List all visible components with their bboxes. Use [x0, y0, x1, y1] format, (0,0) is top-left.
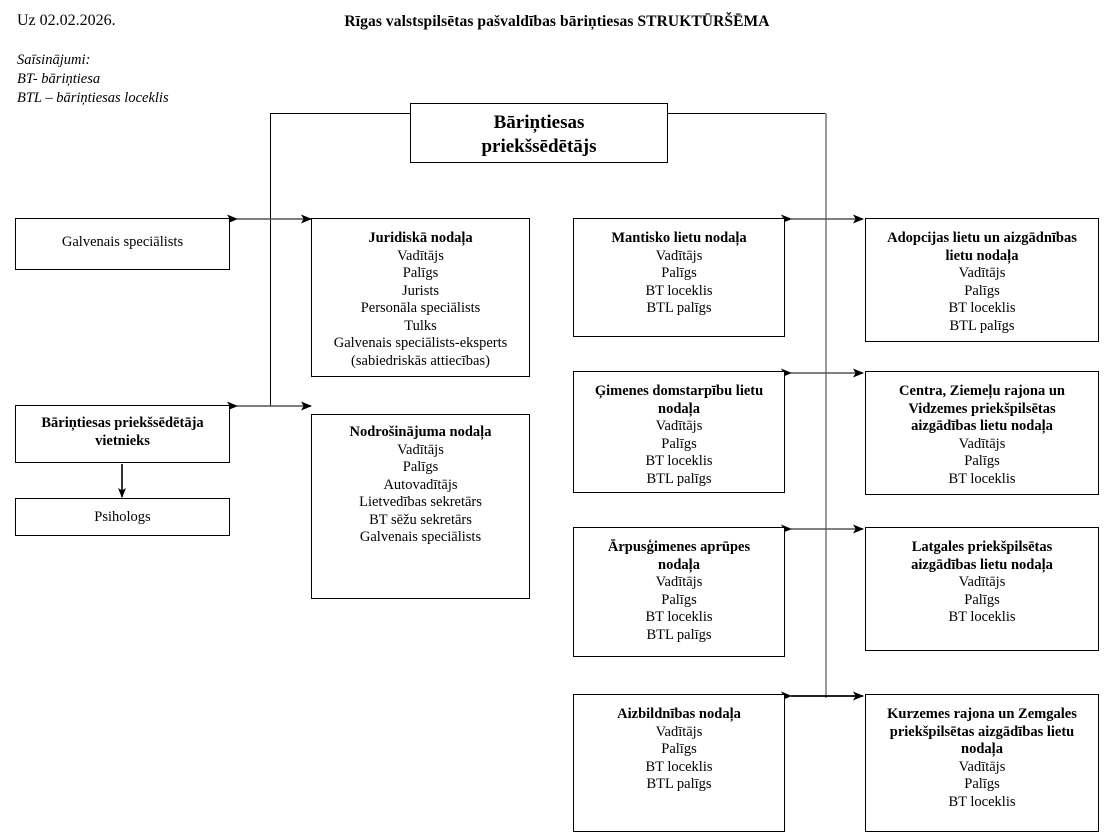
node-kurzeme-zemgale-department-title-line1: Kurzemes rajona un Zemgales [887, 706, 1077, 722]
node-centre-north-vidzeme-department-title-line1: Centra, Ziemeļu rajona un [899, 383, 1065, 399]
node-adoption-department-role: BTL palīgs [949, 317, 1015, 334]
node-guardianship-department-title: Aizbildnības nodaļa [617, 706, 741, 722]
node-legal-department-role: Vadītājs [397, 247, 444, 264]
node-centre-north-vidzeme-department-title-line2: Vidzemes priekšpilsētas [908, 400, 1056, 417]
node-legal-department-role: Tulks [404, 317, 437, 334]
node-out-of-family-care-department-role: BTL palīgs [646, 626, 712, 643]
node-psychologist-title: Psihologs [94, 509, 151, 525]
node-latgale-department-title-line1: Latgales priekšpilsētas [911, 539, 1053, 555]
node-latgale-department[interactable]: Latgales priekšpilsētas aizgādības lietu… [865, 527, 1099, 651]
connector-chairman-left-stub [270, 113, 411, 114]
node-guardianship-department[interactable]: Aizbildnības nodaļa Vadītājs Palīgs BT l… [573, 694, 785, 832]
node-property-department-title: Mantisko lietu nodaļa [611, 230, 747, 246]
legend-heading: Saīsinājumi: [17, 52, 91, 68]
node-property-department-role: BT loceklis [645, 282, 713, 299]
node-supply-department-role: Autovadītājs [383, 476, 458, 493]
node-chief-specialist-title: Galvenais speciālists [61, 234, 184, 250]
node-supply-department-role: Vadītājs [397, 441, 444, 458]
legend-bt: BT- bāriņtiesa [17, 71, 101, 87]
node-chairman-title-line2: priekšsēdētājs [481, 136, 597, 157]
node-supply-department-role: Palīgs [402, 459, 439, 475]
node-guardianship-department-role: BTL palīgs [646, 776, 712, 792]
node-family-disputes-department-role: BT loceklis [645, 453, 713, 469]
connector-left-trunk [270, 113, 271, 406]
node-out-of-family-care-department-role: BT loceklis [645, 609, 713, 625]
node-centre-north-vidzeme-department-role: BT loceklis [948, 470, 1016, 487]
node-latgale-department-title-line2: aizgādības lietu nodaļa [911, 556, 1053, 573]
node-guardianship-department-role: BT loceklis [645, 758, 713, 775]
node-legal-department-role: Personāla speciālists [360, 300, 481, 316]
node-latgale-department-role: Vadītājs [958, 574, 1006, 590]
node-psychologist[interactable]: Psihologs [15, 498, 230, 536]
node-kurzeme-zemgale-department-role: BT loceklis [948, 793, 1016, 810]
node-kurzeme-zemgale-department-title-line2: priekšpilsētas aizgādības lietu [889, 723, 1075, 740]
node-deputy-chairman-title-line2: vietnieks [95, 432, 150, 449]
node-adoption-department[interactable]: Adopcijas lietu un aizgādnības lietu nod… [865, 218, 1099, 342]
node-latgale-department-role: BT loceklis [948, 609, 1016, 625]
node-legal-department-role: Galvenais speciālists-eksperts [333, 335, 508, 351]
node-legal-department[interactable]: Juridiskā nodaļa Vadītājs Palīgs Jurists… [311, 218, 530, 377]
node-family-disputes-department-role: BTL palīgs [646, 470, 712, 487]
node-supply-department-role: Galvenais speciālists [359, 529, 482, 545]
node-supply-department-title: Nodrošinājuma nodaļa [349, 424, 492, 440]
node-deputy-chairman[interactable]: Bāriņtiesas priekšsēdētāja vietnieks [15, 405, 230, 463]
node-out-of-family-care-department-role: Vadītājs [655, 574, 703, 590]
node-property-department-role: BTL palīgs [646, 300, 712, 316]
node-supply-department[interactable]: Nodrošinājuma nodaļa Vadītājs Palīgs Aut… [311, 414, 530, 599]
node-property-department[interactable]: Mantisko lietu nodaļa Vadītājs Palīgs BT… [573, 218, 785, 337]
node-adoption-department-title-line1: Adopcijas lietu un aizgādnības [887, 230, 1077, 246]
node-supply-department-role: Lietvedības sekretārs [359, 494, 482, 510]
node-kurzeme-zemgale-department[interactable]: Kurzemes rajona un Zemgales priekšpilsēt… [865, 694, 1099, 832]
node-adoption-department-title-line2: lietu nodaļa [945, 247, 1019, 264]
connector-chairman-right-stub [667, 113, 826, 114]
node-legal-department-title: Juridiskā nodaļa [368, 230, 473, 246]
node-deputy-chairman-title-line1: Bāriņtiesas priekšsēdētāja [41, 415, 204, 431]
node-latgale-department-role: Palīgs [964, 591, 1000, 608]
node-out-of-family-care-department-title-line1: Ārpusģimenes aprūpes [607, 539, 751, 555]
node-out-of-family-care-department-title-line2: nodaļa [658, 556, 700, 573]
node-family-disputes-department[interactable]: Ģimenes domstarpību lietu nodaļa Vadītāj… [573, 371, 785, 493]
node-kurzeme-zemgale-department-role: Vadītājs [958, 758, 1006, 775]
connector-right-trunk [825, 113, 827, 698]
node-family-disputes-department-title-line2: nodaļa [658, 400, 700, 417]
node-adoption-department-role: Vadītājs [958, 265, 1006, 281]
node-out-of-family-care-department-role: Palīgs [661, 591, 697, 608]
node-family-disputes-department-title-line1: Ģimenes domstarpību lietu [594, 383, 764, 399]
node-legal-department-role: Palīgs [402, 265, 439, 281]
legend-btl: BTL – bāriņtiesas loceklis [17, 90, 169, 106]
abbreviations-legend: Saīsinājumi: BT- bāriņtiesa BTL – bāriņt… [17, 51, 169, 108]
node-kurzeme-zemgale-department-role: Palīgs [964, 776, 1000, 792]
node-centre-north-vidzeme-department-title-line3: aizgādības lietu nodaļa [911, 418, 1053, 434]
node-adoption-department-role: BT loceklis [948, 300, 1016, 316]
node-guardianship-department-role: Vadītājs [655, 723, 703, 740]
node-property-department-role: Vadītājs [655, 247, 703, 264]
node-chairman-title-line1: Bāriņtiesas [493, 112, 585, 133]
node-chief-specialist[interactable]: Galvenais speciālists [15, 218, 230, 270]
node-property-department-role: Palīgs [661, 265, 697, 281]
node-guardianship-department-role: Palīgs [661, 741, 697, 757]
node-centre-north-vidzeme-department-role: Vadītājs [958, 435, 1006, 452]
node-kurzeme-zemgale-department-title-line3: nodaļa [961, 741, 1003, 757]
node-family-disputes-department-role: Vadītājs [655, 418, 703, 434]
chart-date: Uz 02.02.2026. [17, 12, 116, 29]
node-adoption-department-role: Palīgs [964, 282, 1000, 299]
page-title: Rīgas valstspilsētas pašvaldības bāriņti… [344, 13, 770, 30]
node-legal-department-role: (sabiedriskās attiecības) [351, 352, 490, 369]
node-family-disputes-department-role: Palīgs [661, 435, 697, 452]
node-legal-department-role: Jurists [401, 282, 440, 299]
node-chairman[interactable]: Bāriņtiesas priekšsēdētājs [410, 103, 668, 163]
node-centre-north-vidzeme-department[interactable]: Centra, Ziemeļu rajona un Vidzemes priek… [865, 371, 1099, 495]
node-centre-north-vidzeme-department-role: Palīgs [964, 453, 1000, 469]
node-out-of-family-care-department[interactable]: Ārpusģimenes aprūpes nodaļa Vadītājs Pal… [573, 527, 785, 657]
node-supply-department-role: BT sēžu sekretārs [369, 511, 472, 528]
